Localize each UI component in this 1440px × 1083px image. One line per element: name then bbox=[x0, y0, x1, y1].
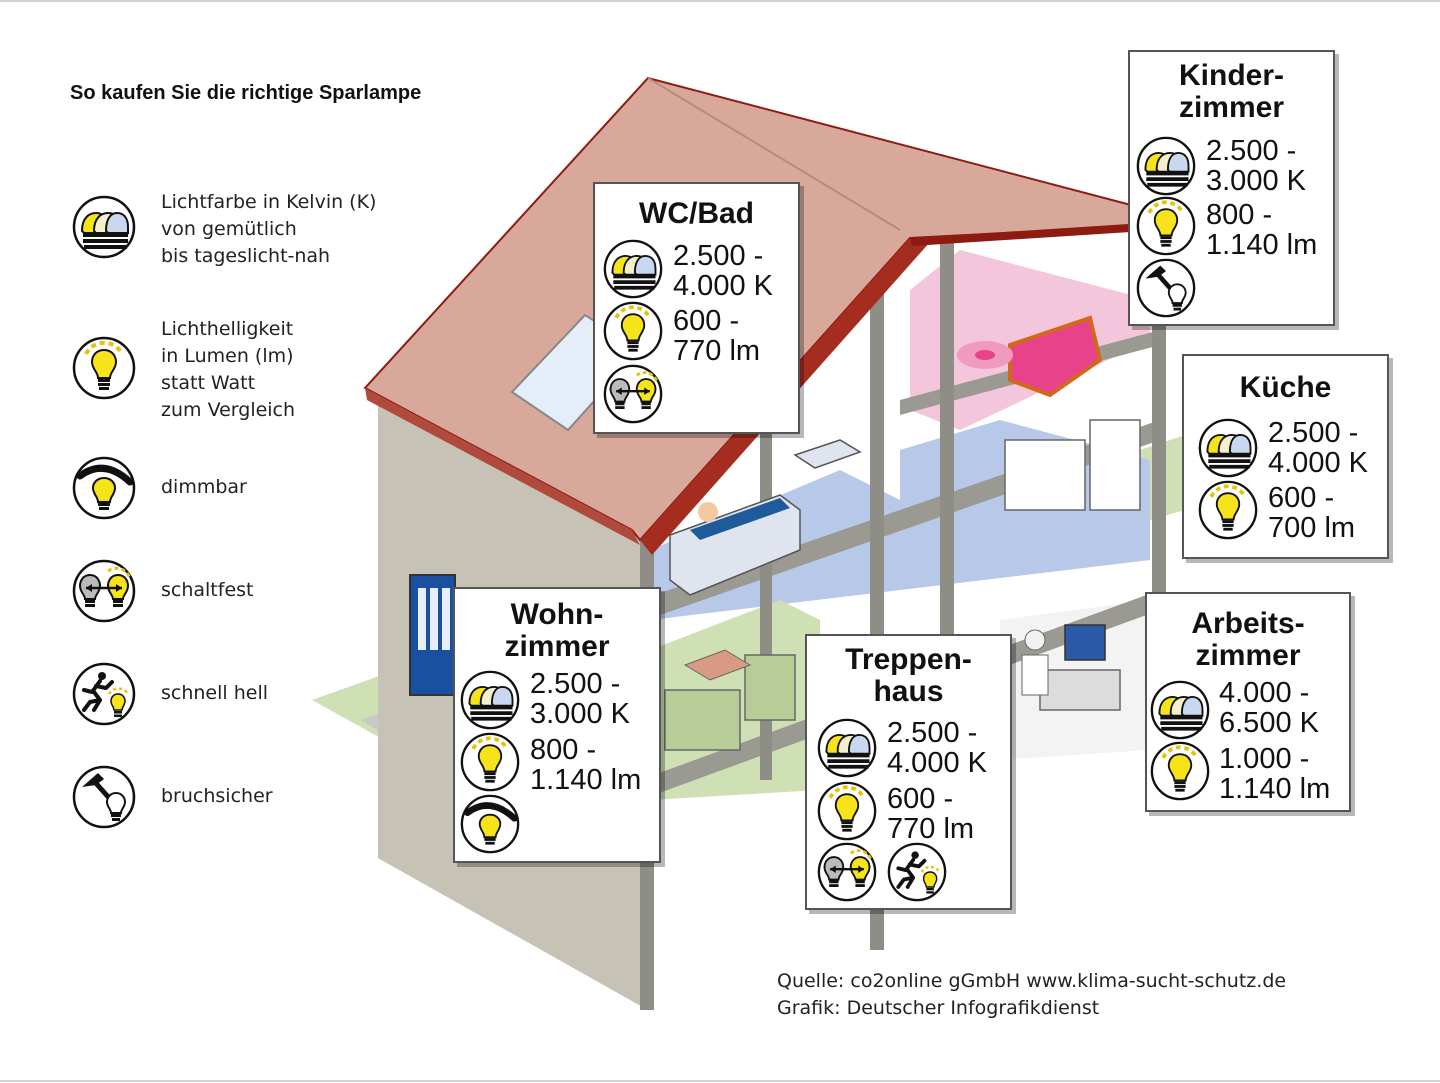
sink bbox=[793, 439, 862, 469]
top-border bbox=[0, 0, 1440, 2]
switch-resistant-icon bbox=[603, 364, 663, 424]
switch-resistant-icon bbox=[817, 842, 877, 902]
room-kelvin: 4.000 - 6.500 K bbox=[1219, 677, 1319, 739]
color-temperature-icon bbox=[1150, 680, 1210, 740]
room-lumen: 800 - 1.140 lm bbox=[530, 734, 642, 796]
legend-label: Lichtfarbe in Kelvin (K) von gemütlich b… bbox=[161, 191, 377, 267]
quick-bright-icon bbox=[887, 842, 947, 902]
page-title: So kaufen Sie die richtige Sparlampe bbox=[70, 82, 422, 104]
room-box-arbeitszimmer: Arbeits- zimmer 4.000 - 6.500 K 1.000 - … bbox=[1145, 592, 1351, 812]
room-lumen: 800 - 1.140 lm bbox=[1206, 199, 1318, 261]
room-box-treppenhaus: Treppen- haus 2.500 - 4.000 K 600 - 770 … bbox=[805, 634, 1012, 910]
legend-item-dimmable: dimmbar bbox=[72, 456, 247, 520]
bathtub bbox=[669, 494, 801, 596]
room-lumen: 600 - 770 lm bbox=[887, 783, 975, 845]
bottom-border bbox=[0, 1080, 1440, 1082]
dimmable-icon bbox=[72, 456, 136, 520]
room-name: Arbeits- zimmer bbox=[1191, 607, 1305, 672]
brightness-icon bbox=[603, 301, 663, 361]
brightness-icon bbox=[72, 336, 136, 400]
legend-item-shatterproof: bruchsicher bbox=[72, 765, 273, 829]
room-name: Kinder- zimmer bbox=[1178, 59, 1285, 124]
legend-label: bruchsicher bbox=[161, 785, 273, 807]
brightness-icon bbox=[1136, 196, 1196, 256]
legend-label: Lichthelligkeit in Lumen (lm) statt Watt… bbox=[161, 318, 296, 421]
color-temperature-icon bbox=[1136, 136, 1196, 196]
color-temperature-icon bbox=[1198, 418, 1258, 478]
room-kelvin: 2.500 - 3.000 K bbox=[1206, 135, 1306, 197]
legend-item-color-temperature: Lichtfarbe in Kelvin (K) von gemütlich b… bbox=[72, 191, 376, 270]
room-name: Treppen- haus bbox=[845, 643, 972, 708]
room-kelvin: 2.500 - 3.000 K bbox=[530, 668, 630, 730]
source-credits: Quelle: co2online gGmbH www.klima-sucht-… bbox=[777, 968, 1286, 1022]
legend-item-brightness: Lichthelligkeit in Lumen (lm) statt Watt… bbox=[72, 318, 295, 424]
brightness-icon bbox=[817, 781, 877, 841]
room-box-wc-bad: WC/Bad 2.500 - 4.000 K 600 - 770 lm bbox=[593, 182, 800, 434]
brightness-icon bbox=[1150, 741, 1210, 801]
legend-item-switch-resistant: schaltfest bbox=[72, 559, 254, 623]
legend-label: dimmbar bbox=[161, 476, 247, 498]
source-line: Quelle: co2online gGmbH www.klima-sucht-… bbox=[777, 970, 1287, 992]
legend-label: schnell hell bbox=[161, 682, 269, 704]
desk bbox=[1039, 669, 1121, 711]
credit-line: Grafik: Deutscher Infografikdienst bbox=[777, 997, 1100, 1019]
dimmable-icon bbox=[460, 794, 520, 854]
room-kelvin: 2.500 - 4.000 K bbox=[673, 240, 773, 302]
room-box-kueche: Küche 2.500 - 4.000 K 600 - 700 lm bbox=[1182, 354, 1389, 559]
brightness-icon bbox=[1198, 480, 1258, 540]
room-lumen: 600 - 770 lm bbox=[673, 305, 761, 367]
shatterproof-icon bbox=[72, 765, 136, 829]
sofa bbox=[664, 689, 741, 751]
color-temperature-icon bbox=[72, 195, 136, 259]
color-temperature-icon bbox=[460, 670, 520, 730]
shatterproof-icon bbox=[1136, 258, 1196, 318]
room-name: WC/Bad bbox=[639, 197, 754, 230]
room-box-kinderzimmer: Kinder- zimmer 2.500 - 3.000 K 800 - 1.1… bbox=[1128, 50, 1335, 326]
room-lumen: 1.000 - 1.140 lm bbox=[1219, 743, 1331, 805]
legend-label: schaltfest bbox=[161, 579, 254, 601]
room-box-wohnzimmer: Wohn- zimmer 2.500 - 3.000 K 800 - 1.140… bbox=[453, 587, 661, 863]
brightness-icon bbox=[460, 732, 520, 792]
bed bbox=[1008, 315, 1103, 398]
quick-bright-icon bbox=[72, 662, 136, 726]
legend-item-quick-bright: schnell hell bbox=[72, 662, 268, 726]
color-temperature-icon bbox=[603, 239, 663, 299]
switch-resistant-icon bbox=[72, 559, 136, 623]
room-name: Wohn- zimmer bbox=[504, 598, 610, 663]
room-kelvin: 2.500 - 4.000 K bbox=[1268, 417, 1368, 479]
room-kelvin: 2.500 - 4.000 K bbox=[887, 717, 987, 779]
room-name: Küche bbox=[1239, 371, 1332, 404]
color-temperature-icon bbox=[817, 718, 877, 778]
room-lumen: 600 - 700 lm bbox=[1268, 482, 1356, 544]
